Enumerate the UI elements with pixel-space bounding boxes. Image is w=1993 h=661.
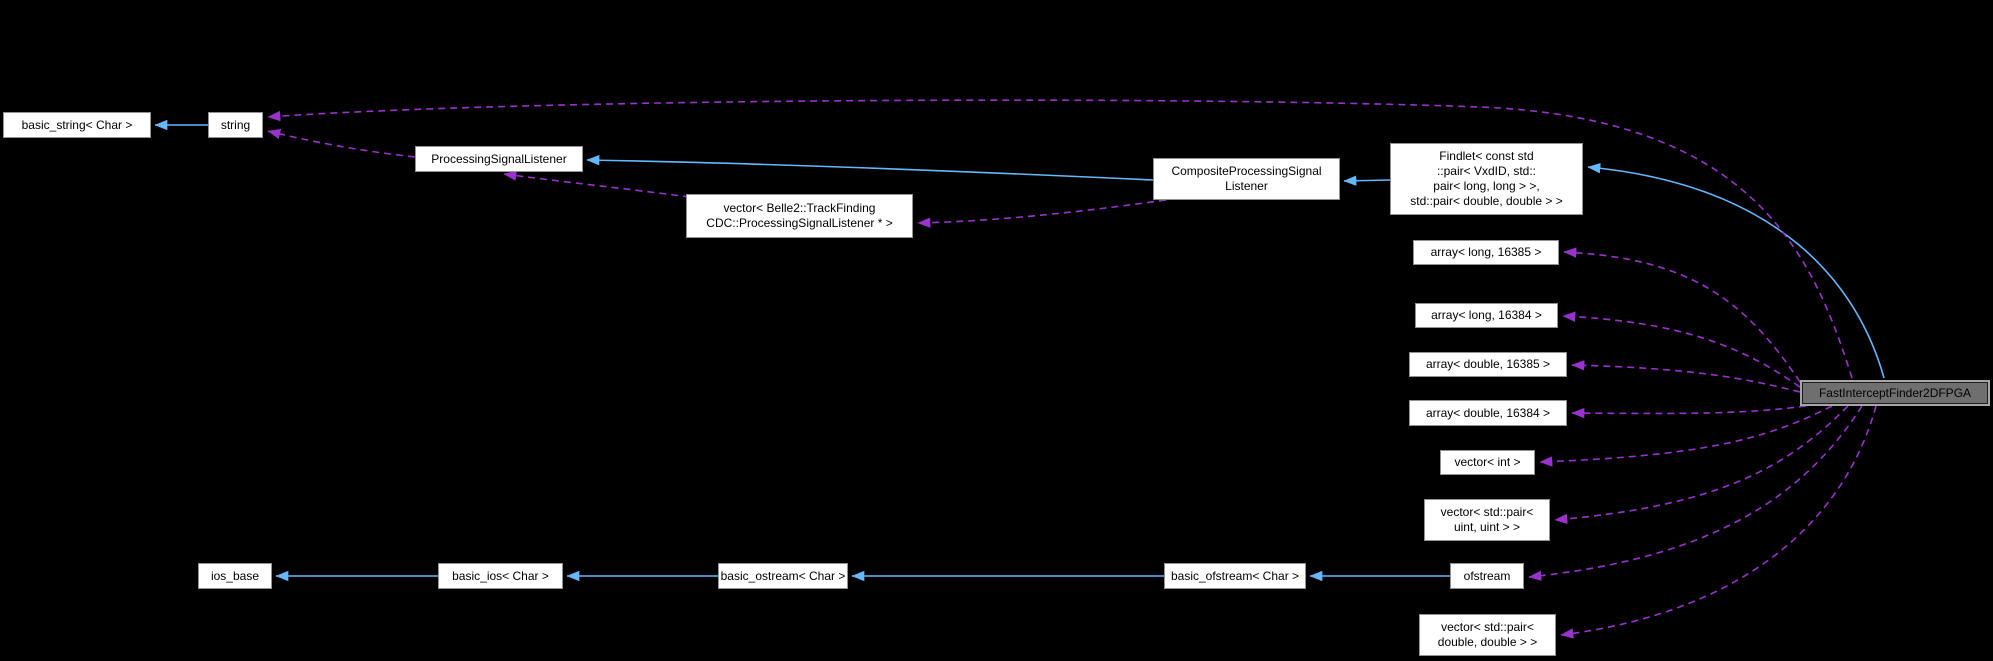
node-label: string bbox=[220, 117, 251, 132]
edge-main-to-vector_int bbox=[1539, 405, 1833, 467]
node-label: basic_ostream< Char > bbox=[720, 568, 846, 583]
node-label: array< long, 16385 > bbox=[1430, 245, 1542, 259]
node-label: basic_ios< Char > bbox=[452, 568, 549, 583]
node-vector-int[interactable]: vector< int > bbox=[1440, 450, 1535, 475]
node-label: vector< std::pair< double, double > > bbox=[1437, 620, 1538, 649]
node-vector-pair-double[interactable]: vector< std::pair< double, double > > bbox=[1419, 614, 1556, 656]
node-findlet[interactable]: Findlet< const std ::pair< VxdID, std:: … bbox=[1390, 143, 1583, 215]
node-label: Findlet< const std ::pair< VxdID, std:: … bbox=[1410, 149, 1563, 208]
node-label: ProcessingSignalListener bbox=[431, 151, 567, 166]
edge-vector_psl-to-psl bbox=[503, 170, 691, 198]
node-processing-signal-listener[interactable]: ProcessingSignalListener bbox=[415, 146, 583, 172]
node-array-long-16385[interactable]: array< long, 16385 > bbox=[1413, 240, 1559, 265]
node-basic-string[interactable]: basic_string< Char > bbox=[3, 112, 151, 138]
edge-main-to-array_double_16384 bbox=[1571, 405, 1807, 419]
node-basic-ostream[interactable]: basic_ostream< Char > bbox=[718, 563, 848, 589]
node-basic-ofstream[interactable]: basic_ofstream< Char > bbox=[1164, 563, 1306, 589]
node-array-double-16385[interactable]: array< double, 16385 > bbox=[1409, 352, 1567, 377]
node-label: basic_ofstream< Char > bbox=[1170, 568, 1300, 583]
edge-main-to-ofstream bbox=[1528, 405, 1863, 581]
node-vector-processing-signal-listener[interactable]: vector< Belle2::TrackFinding CDC::Proces… bbox=[686, 194, 913, 238]
node-vector-pair-uint[interactable]: vector< std::pair< uint, uint > > bbox=[1424, 499, 1550, 541]
node-string[interactable]: string bbox=[208, 112, 263, 138]
node-label: vector< Belle2::TrackFinding CDC::Proces… bbox=[706, 201, 893, 230]
node-array-long-16384[interactable]: array< long, 16384 > bbox=[1415, 303, 1558, 328]
node-label: array< double, 16384 > bbox=[1425, 405, 1551, 420]
edge-main-to-findlet bbox=[1587, 162, 1885, 379]
edge-psl-to-string bbox=[267, 128, 416, 158]
node-fast-intercept-finder-2d-fpga[interactable]: FastInterceptFinder2DFPGA bbox=[1800, 380, 1990, 406]
edge-main-to-array_long_16384 bbox=[1562, 311, 1801, 388]
edge-composite-to-vector_psl bbox=[917, 199, 1167, 228]
node-label: array< long, 16384 > bbox=[1431, 308, 1542, 322]
node-ofstream[interactable]: ofstream bbox=[1450, 563, 1524, 589]
edge-main-to-array_long_16385 bbox=[1563, 247, 1801, 383]
edge-findlet-to-composite bbox=[1343, 175, 1391, 186]
node-array-double-16384[interactable]: array< double, 16384 > bbox=[1409, 400, 1567, 426]
node-label: ofstream bbox=[1463, 568, 1511, 583]
node-label: basic_string< Char > bbox=[21, 117, 133, 132]
node-composite-processing-signal-listener[interactable]: CompositeProcessingSignal Listener bbox=[1153, 158, 1340, 200]
edge-main-to-string bbox=[267, 99, 1853, 379]
edge-composite-to-psl bbox=[586, 155, 1154, 181]
edge-main-to-vector_pair_double bbox=[1560, 405, 1877, 639]
edge-main-to-array_double_16385 bbox=[1571, 360, 1801, 393]
node-label: vector< std::pair< uint, uint > > bbox=[1440, 505, 1534, 534]
node-label: ios_base bbox=[210, 568, 260, 583]
node-label: FastInterceptFinder2DFPGA bbox=[1818, 385, 1972, 400]
node-label: vector< int > bbox=[1454, 455, 1521, 469]
node-label: CompositeProcessingSignal Listener bbox=[1171, 164, 1322, 193]
edge-main-to-vector_pair_uint bbox=[1554, 405, 1849, 525]
node-basic-ios[interactable]: basic_ios< Char > bbox=[438, 563, 563, 589]
node-ios-base[interactable]: ios_base bbox=[198, 563, 272, 589]
node-label: array< double, 16385 > bbox=[1425, 357, 1551, 371]
